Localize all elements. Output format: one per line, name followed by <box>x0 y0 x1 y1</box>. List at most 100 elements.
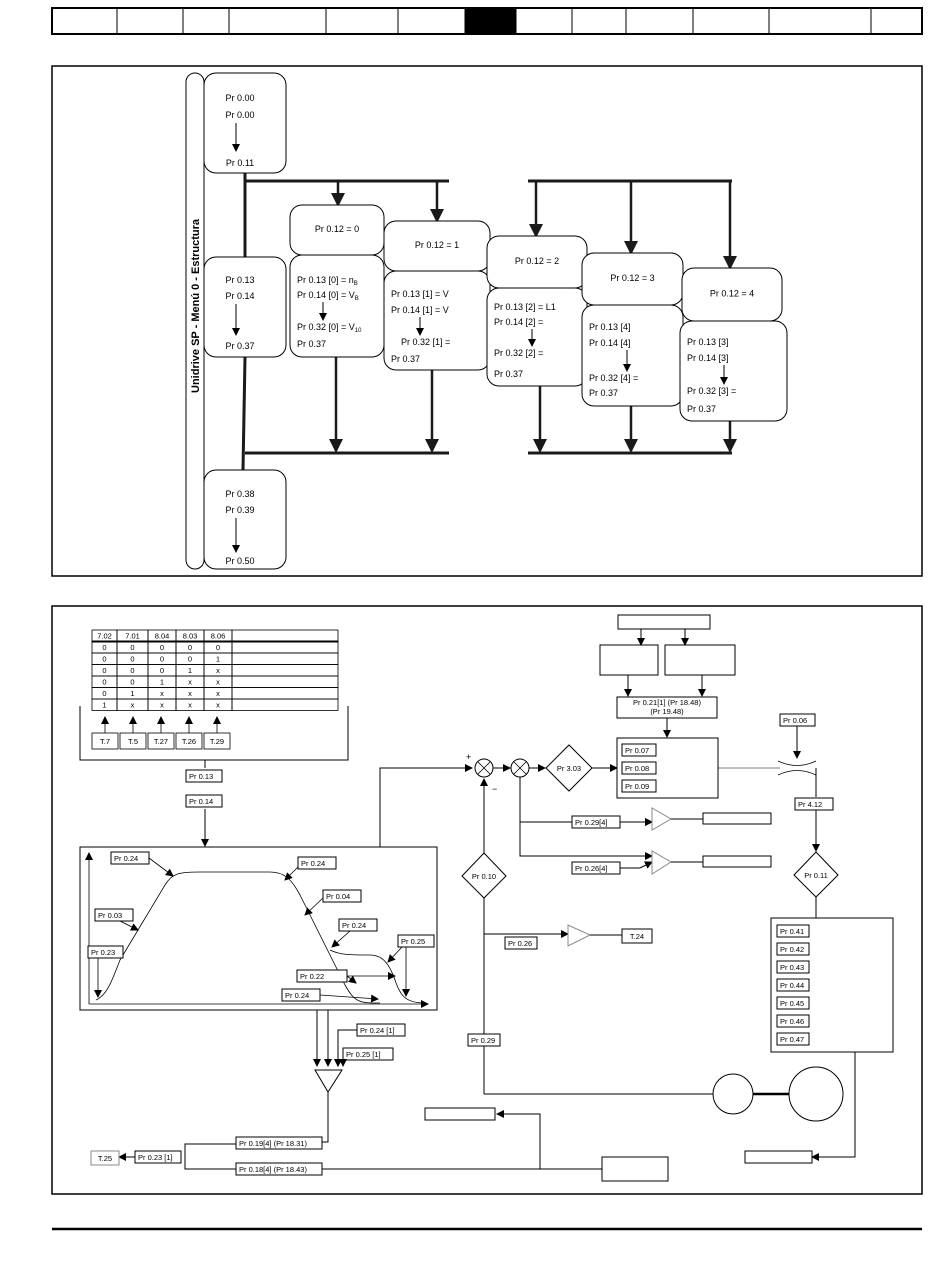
truth-table-value: 0 <box>160 655 164 664</box>
truth-table-value: x <box>131 701 135 710</box>
gain-label: Pr 3.03 <box>557 764 581 773</box>
terminal-label: T.29 <box>210 737 224 746</box>
truth-table-value: 0 <box>130 666 134 675</box>
truth-table-header: 7.01 <box>125 632 140 641</box>
connector-line <box>148 857 174 877</box>
mode-selector-label: Pr 0.12 = 2 <box>515 256 559 266</box>
pr-stack-top-item-label: Pr 0.09 <box>625 782 649 791</box>
merge-input-label: Pr 0.25 [1] <box>346 1050 381 1059</box>
mode-param-text: Pr 0.32 [2] = <box>494 348 543 358</box>
truth-table-value: x <box>188 678 192 687</box>
ramp-box <box>338 918 378 932</box>
truth-table-cell <box>231 675 339 688</box>
amplifier <box>651 850 672 875</box>
motor-encoder-circle <box>712 1073 754 1115</box>
truth-table-value: x <box>216 678 220 687</box>
mode-param-text: Pr 0.13 [0] = nB <box>297 275 358 287</box>
merge-input-label: Pr 0.24 [1] <box>360 1026 395 1035</box>
pr-stack-right-item-box <box>776 942 810 956</box>
mode-param-text: Pr 0.37 <box>687 404 716 414</box>
ramp-label: Pr 0.24 <box>301 859 325 868</box>
pr-stack-right-item-label: Pr 0.46 <box>780 1017 804 1026</box>
block-mid-params: Pr 0.13 Pr 0.14 Pr 0.37 <box>203 256 287 358</box>
truth-table-header: 8.04 <box>155 632 170 641</box>
mode-param-text: Pr 0.32 [0] = V10 <box>297 322 362 334</box>
mode-param-text: Pr 0.37 <box>494 369 523 379</box>
amplifier <box>567 924 592 947</box>
param-text: Pr 0.11 <box>226 158 254 168</box>
ramp-box <box>87 945 124 959</box>
mode-params-box <box>679 320 788 422</box>
truth-table-value: x <box>188 701 192 710</box>
connector-line <box>346 975 357 984</box>
merge-triangle <box>314 1069 343 1093</box>
motor-circle <box>788 1066 844 1122</box>
ramp-box <box>79 846 438 1011</box>
output-bar-label: Pr 0.19[4] (Pr 18.31) <box>239 1139 307 1148</box>
pr-stack-top-item-label: Pr 0.07 <box>625 746 649 755</box>
pr-stack-top-item-box <box>621 761 657 775</box>
amp-input-label: Pr 0.29[4] <box>575 818 608 827</box>
truth-table-value: 1 <box>130 689 134 698</box>
header-tab[interactable] <box>870 7 923 35</box>
pr021-label: Pr 0.21[1] (Pr 18.48) <box>633 698 701 707</box>
pr006-label: Pr 0.06 <box>783 716 807 725</box>
mode-select-box <box>617 614 711 630</box>
connector-path <box>236 1092 329 1143</box>
connector-path <box>184 1157 236 1170</box>
truth-table-value: x <box>216 689 220 698</box>
ramp-box <box>322 889 362 903</box>
connector-line <box>304 897 324 916</box>
truth-table-value: 1 <box>102 701 106 710</box>
param-text: Pr 0.38 <box>225 489 254 499</box>
mode-param-text: Pr 0.13 [1] = V <box>391 289 449 299</box>
figure-2-frame <box>51 605 923 1195</box>
terminal-t24-label: T.24 <box>630 932 644 941</box>
limiter-symbol <box>777 760 817 776</box>
mode-param-text: Pr 0.14 [1] = V <box>391 305 449 315</box>
truth-table-value: 0 <box>160 643 164 652</box>
option-box-left <box>599 644 659 676</box>
ref-select-label: Pr 0.13 <box>189 772 213 781</box>
truth-table-value: 0 <box>188 643 192 652</box>
truth-table-header: 7.02 <box>97 632 112 641</box>
ramp-label: Pr 0.22 <box>300 972 324 981</box>
header-tab[interactable] <box>464 7 517 35</box>
truth-table-value: 0 <box>102 666 106 675</box>
output-tag-right <box>744 1150 813 1164</box>
truth-table-cell <box>231 664 339 677</box>
ramp-label: Pr 0.25 <box>401 937 425 946</box>
mode-param-text: Pr 0.14 [4] <box>589 338 631 348</box>
terminal-t24-box <box>621 928 653 944</box>
menu-structure-label: Unidrive SP - Menú 0 - Estructura <box>190 218 202 393</box>
terminal-label: T.5 <box>128 737 138 746</box>
mode-param-text: Pr 0.14 [0] = VB <box>297 290 359 302</box>
amp-input-label: Pr 0.26[4] <box>575 864 608 873</box>
truth-table-cell <box>231 698 339 711</box>
connector-path <box>620 861 653 869</box>
terminal-t25-label: T.25 <box>98 1154 112 1163</box>
truth-table-value: 0 <box>130 678 134 687</box>
truth-table-value: x <box>216 701 220 710</box>
pr412-label: Pr 4.12 <box>798 800 822 809</box>
sum-minus-sign: − <box>492 784 497 794</box>
mode-block-1: Pr 0.12 = 1 Pr 0.13 [1] = V Pr 0.14 [1] = … <box>383 220 491 371</box>
truth-table-cell <box>231 687 339 700</box>
connector-line <box>319 994 379 1003</box>
truth-table-value: 1 <box>160 678 164 687</box>
ref-select-label: Pr 0.14 <box>189 797 213 806</box>
connector-line <box>331 930 351 948</box>
mode-selector-label: Pr 0.12 = 4 <box>710 289 754 299</box>
truth-table-value: x <box>160 689 164 698</box>
mode-selector-label: Pr 0.12 = 1 <box>415 240 459 250</box>
param-text: Pr 0.00 <box>225 110 254 120</box>
param-text: Pr 0.00 <box>225 93 254 103</box>
mode-distribution-bars <box>245 179 737 455</box>
mode-selector-label: Pr 0.12 = 3 <box>610 273 654 283</box>
pr-stack-right-item-box <box>776 996 810 1010</box>
